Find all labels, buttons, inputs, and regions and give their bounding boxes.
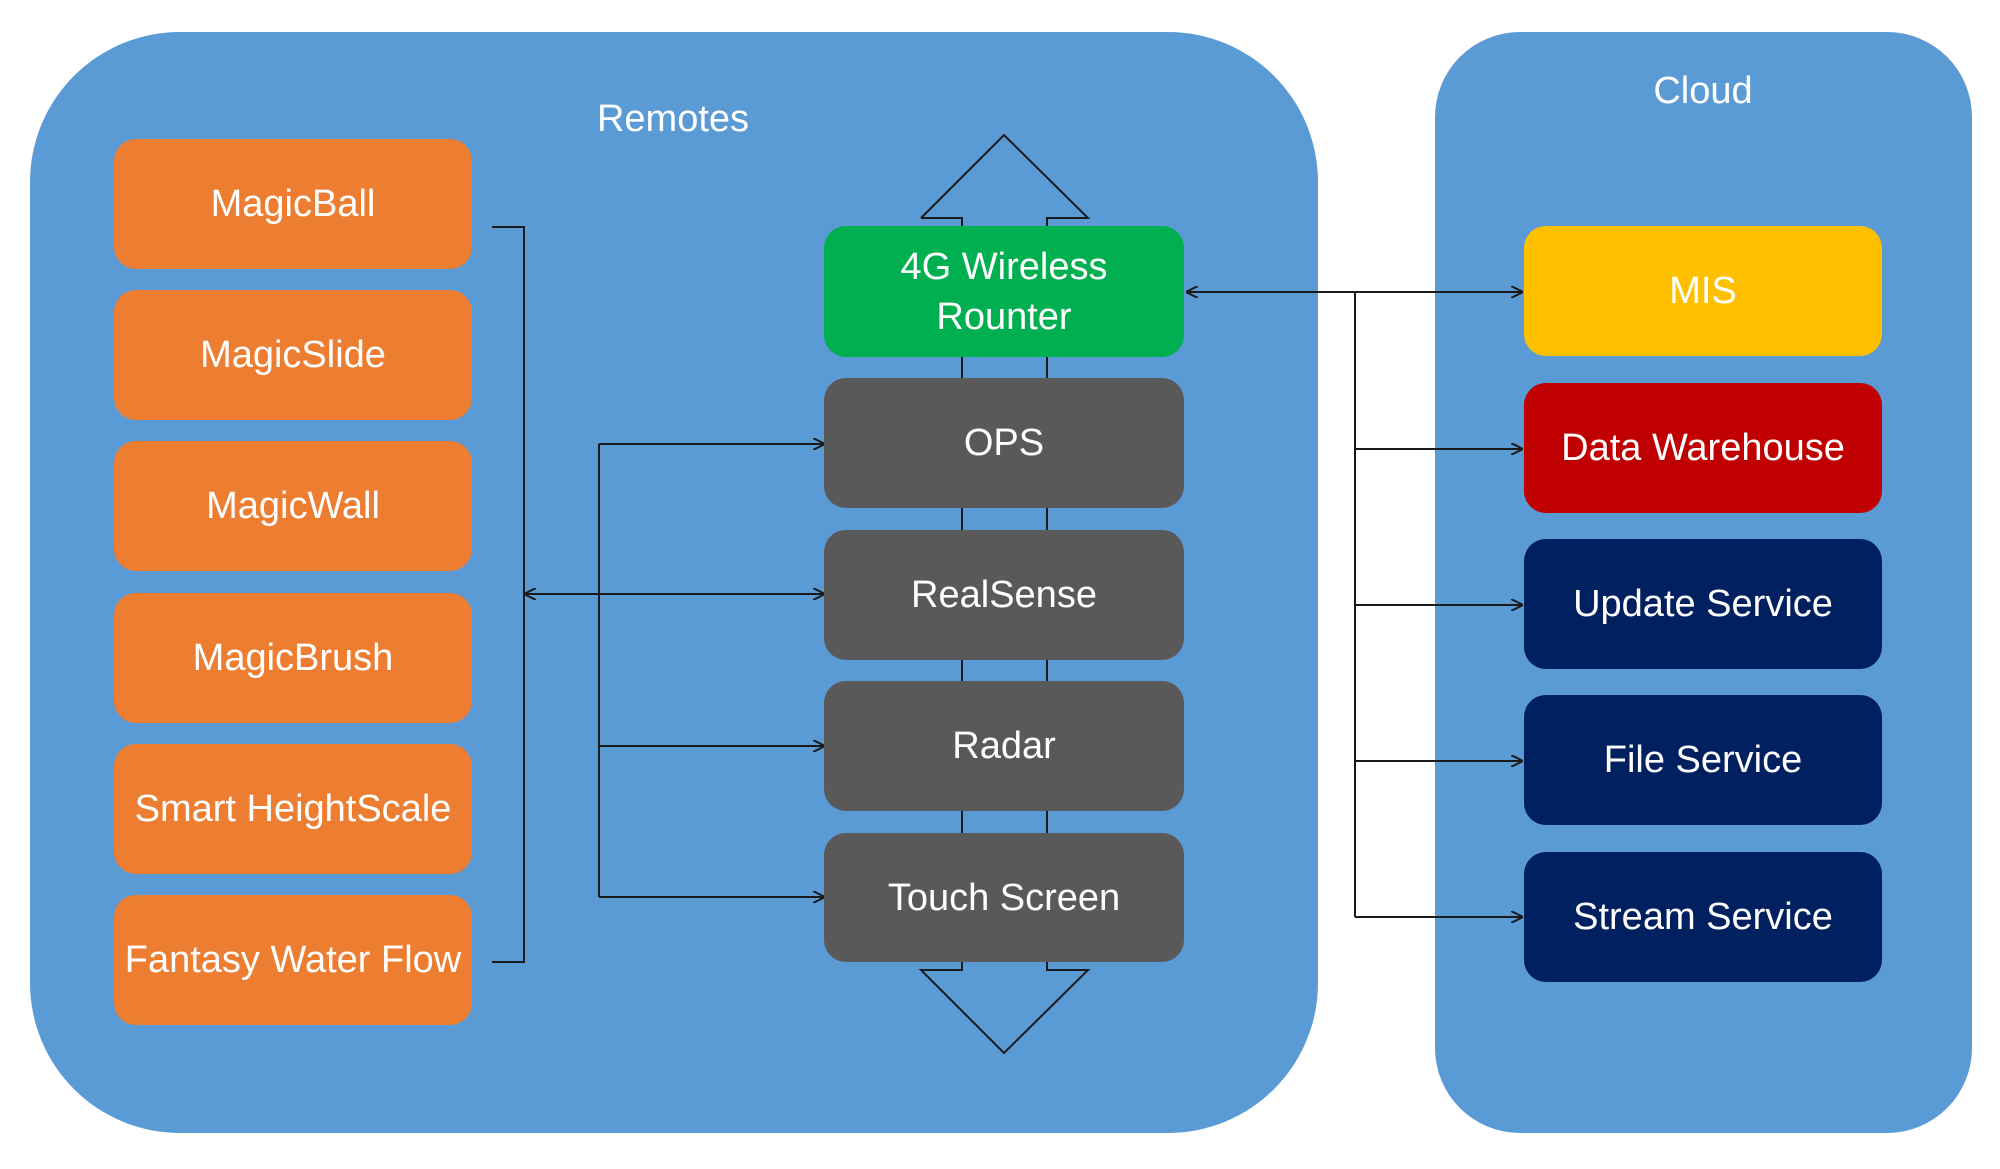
device-fantasy-water-flow: Fantasy Water Flow (114, 895, 472, 1025)
devices-bracket (492, 226, 525, 963)
stack-touch-screen: Touch Screen (824, 833, 1184, 962)
device-magicwall: MagicWall (114, 441, 472, 571)
stack-realsense: RealSense (824, 530, 1184, 660)
bus-arrow-top (920, 133, 1091, 226)
service-data-warehouse: Data Warehouse (1524, 383, 1882, 513)
device-magicslide: MagicSlide (114, 290, 472, 420)
bus-arrow-bottom (918, 962, 1091, 1055)
service-mis: MIS (1524, 226, 1882, 356)
device-magicball: MagicBall (114, 139, 472, 269)
service-stream: Stream Service (1524, 852, 1882, 982)
cloud-title: Cloud (1653, 70, 1753, 112)
service-update: Update Service (1524, 539, 1882, 669)
bus-rails (961, 357, 1048, 833)
remotes-title: Remotes (596, 98, 750, 140)
device-magicbrush: MagicBrush (114, 593, 472, 723)
router-4g-wireless: 4G Wireless Rounter (824, 226, 1184, 357)
router-cloud-links (1187, 292, 1522, 917)
device-sensor-links (525, 444, 824, 897)
device-smart-heightscale: Smart HeightScale (114, 744, 472, 874)
service-file: File Service (1524, 695, 1882, 825)
stack-ops: OPS (824, 378, 1184, 508)
stack-radar: Radar (824, 681, 1184, 811)
